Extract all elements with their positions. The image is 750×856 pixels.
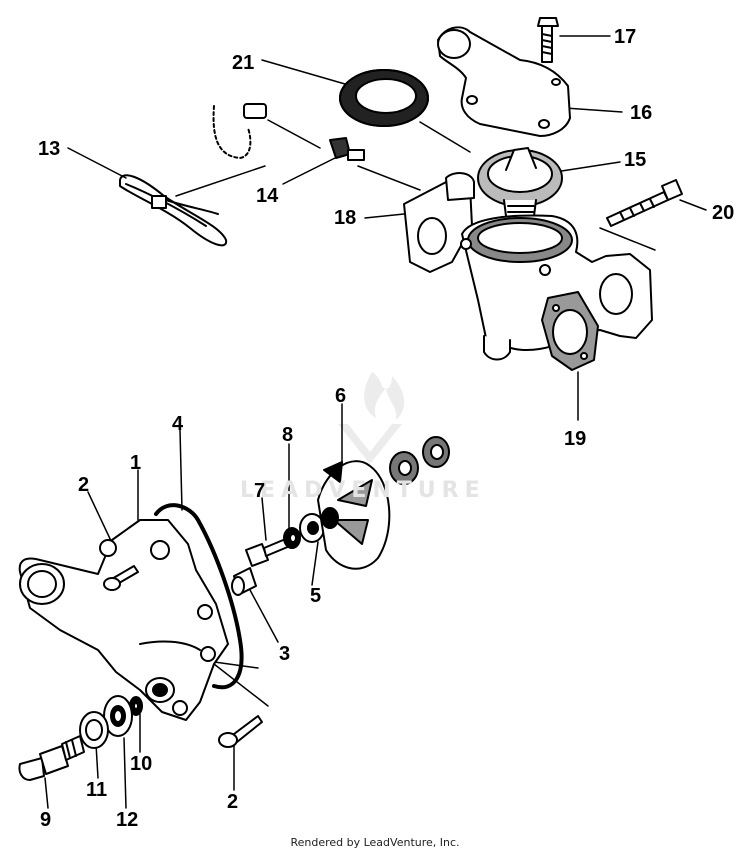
callout-15: 15	[624, 149, 647, 171]
callout-16: 16	[630, 102, 653, 124]
part-12-washer	[103, 695, 133, 737]
part-17-bolt	[537, 17, 559, 63]
watermark-logo	[338, 372, 405, 464]
part-18-thermostat-housing	[403, 172, 653, 361]
part-3-bushing	[231, 567, 257, 596]
part-1-pump-body	[18, 519, 229, 721]
part-11-washer	[79, 711, 109, 749]
callout-13: 13	[38, 138, 61, 160]
part-2-screw-lower	[218, 715, 263, 748]
part-4-gasket	[154, 503, 244, 690]
callout-18: 18	[334, 207, 357, 229]
callout-7: 7	[254, 480, 266, 502]
part-20-bolt	[606, 179, 683, 227]
callout-3: 3	[279, 643, 291, 665]
part-21-seal	[339, 69, 429, 127]
callout-2-upper: 2	[78, 474, 90, 496]
callout-5: 5	[310, 585, 322, 607]
callout-14: 14	[256, 185, 279, 207]
seal-washers	[389, 436, 450, 485]
watermark-text: LEADVENTURE	[240, 478, 486, 503]
part-19-gasket	[541, 291, 599, 371]
callout-11: 11	[86, 779, 108, 801]
part-2-screw-upper	[103, 565, 139, 591]
part-6-impeller	[317, 460, 391, 570]
leader-lines	[44, 35, 707, 809]
callout-6: 6	[335, 385, 347, 407]
callout-2-lower: 2	[227, 791, 239, 813]
part-7-bolt	[245, 537, 291, 567]
callout-9: 9	[40, 809, 52, 831]
footer-credit: Rendered by LeadVenture, Inc.	[290, 836, 460, 849]
callout-20: 20	[712, 202, 735, 224]
part-5-washer	[299, 513, 325, 543]
callout-10: 10	[130, 753, 153, 775]
callout-8: 8	[282, 424, 294, 446]
part-13-cable-tie	[119, 174, 228, 247]
callout-12: 12	[116, 809, 139, 831]
callout-19: 19	[564, 428, 587, 450]
callout-4: 4	[172, 413, 184, 435]
part-16-housing-cover	[437, 26, 571, 137]
part-8-washer	[283, 527, 301, 549]
part-9-drain-plug	[18, 735, 85, 781]
part-15-thermostat	[477, 147, 563, 222]
callout-1: 1	[130, 452, 142, 474]
callout-21: 21	[232, 52, 255, 74]
part-14-sensor	[212, 103, 365, 161]
callout-17: 17	[614, 26, 637, 48]
